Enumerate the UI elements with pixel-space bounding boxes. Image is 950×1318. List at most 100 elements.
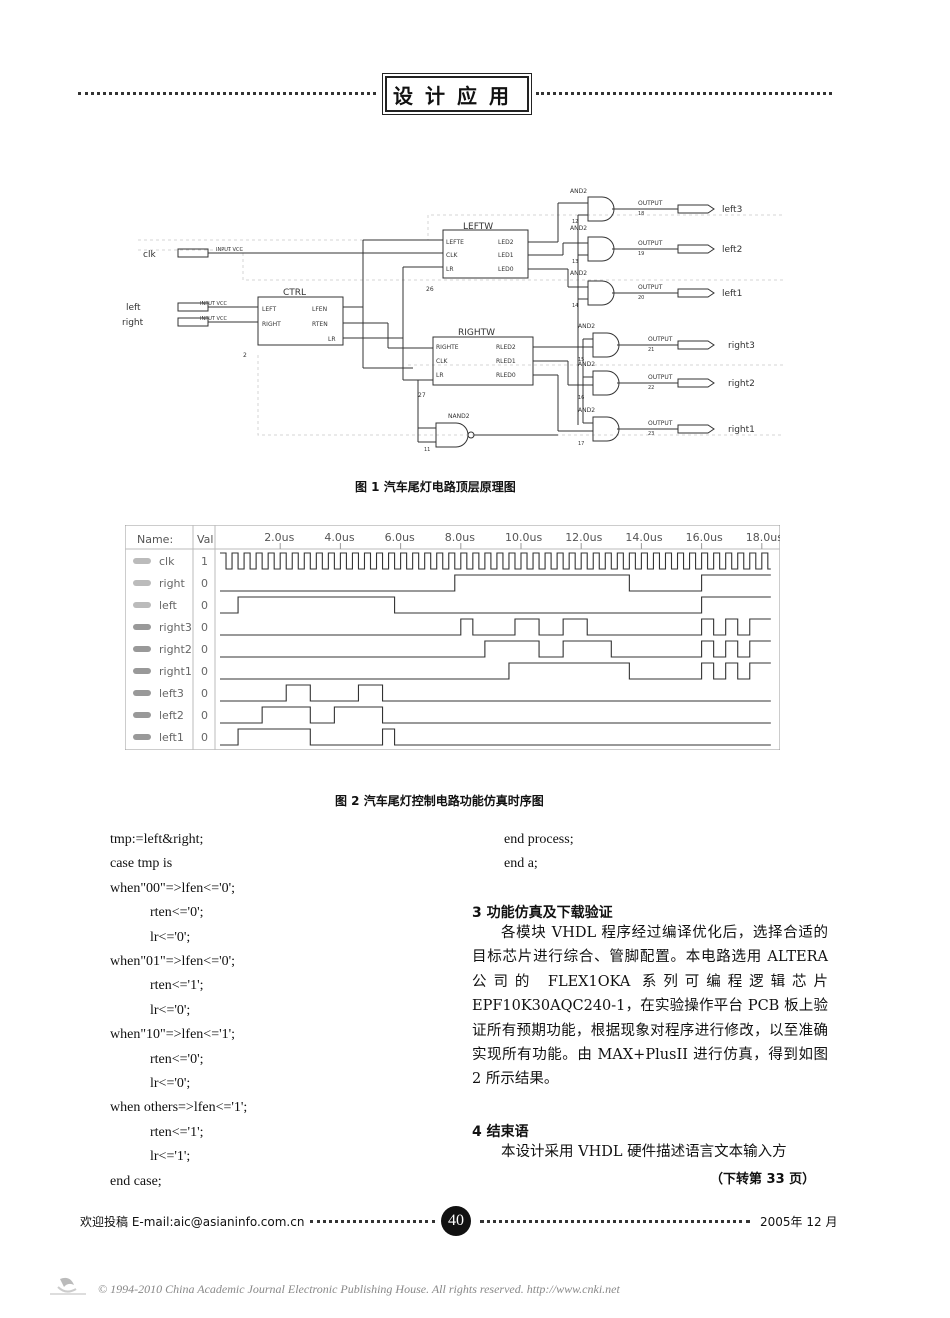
code-line: rten<='1'; (150, 978, 204, 994)
and-label: AND2 (578, 361, 595, 368)
signal-value: 0 (201, 621, 208, 634)
signal-name: right1 (159, 665, 192, 678)
rightw-pin-rled1: RLED1 (496, 358, 516, 365)
code-listing-right: end process; end a; (504, 828, 864, 877)
leftw-number: 26 (426, 286, 434, 293)
time-tick-label: 16.0us (686, 531, 723, 544)
signal-value: 0 (201, 731, 208, 744)
signal-waveform (220, 552, 771, 570)
output-label-right3: right3 (728, 341, 755, 351)
time-tick-label: 14.0us (625, 531, 662, 544)
output-tag-right2: OUTPUT (648, 374, 673, 381)
code-line: when"10"=>lfen<='1'; (110, 1027, 236, 1043)
ctrl-pin-rten: RTEN (312, 321, 328, 328)
code-line: when"00"=>lfen<='0'; (110, 880, 236, 896)
signal-name: left3 (159, 687, 184, 700)
signal-name: right (159, 577, 186, 590)
code-line: case tmp is (110, 856, 173, 872)
time-tick-label: 2.0us (264, 531, 294, 544)
gate-number: 17 (578, 441, 584, 447)
ctrl-pin-left: LEFT (262, 306, 276, 313)
leftw-pin-clk: CLK (446, 252, 459, 259)
signal-waveform (220, 728, 771, 746)
output-tag-left1: OUTPUT (638, 284, 663, 291)
section3-body: 各模块 VHDL 程序经过编译优化后，选择合适的目标芯片进行综合、管脚配置。本电… (472, 925, 828, 1088)
code-line: when others=>lfen<='1'; (110, 1100, 248, 1116)
waveform-header-name: Name: (137, 533, 173, 546)
signal-waveform (220, 662, 771, 680)
rightw-number: 27 (418, 392, 426, 399)
leftw-pin-led0: LED0 (498, 266, 514, 273)
output-number: 22 (648, 385, 654, 391)
output-tag-left2: OUTPUT (638, 240, 663, 247)
signal-value: 0 (201, 599, 208, 612)
time-tick-label: 6.0us (385, 531, 415, 544)
input-pin-icon (133, 580, 151, 586)
code-line: rten<='0'; (150, 1051, 204, 1067)
signal-name: left1 (159, 731, 184, 744)
gate-number: 15 (578, 357, 584, 363)
input-pin-icon (133, 602, 151, 608)
signal-waveform (220, 618, 771, 636)
gate-number: 12 (572, 219, 578, 225)
leftw-pin-lr: LR (446, 266, 454, 273)
rightw-pin-lr: LR (436, 372, 444, 379)
header-dotted-rule-left (78, 92, 376, 95)
figure1-caption: 图 1 汽车尾灯电路顶层原理图 (355, 480, 516, 494)
rightw-pin-clk: CLK (436, 358, 449, 365)
signal-value: 0 (201, 665, 208, 678)
and-label: AND2 (578, 407, 595, 414)
page-number: 40 (441, 1206, 471, 1236)
code-line: lr<='0'; (150, 929, 191, 945)
and-label: AND2 (570, 188, 587, 195)
input-tag-clk: INPUT VCC (216, 247, 243, 253)
section4-body: 本设计采用 VHDL 硬件描述语言文本输入方 (501, 1144, 787, 1160)
input-tag-left: INPUT VCC (200, 301, 227, 307)
output-label-left3: left3 (722, 205, 742, 215)
footer-date: 2005年 12 月 (760, 1215, 838, 1229)
rightw-pin-rled2: RLED2 (496, 344, 516, 351)
gate-number: 16 (578, 395, 584, 401)
code-line: end a; (504, 856, 538, 872)
output-pin-icon (133, 668, 151, 674)
nand-number: 11 (424, 447, 430, 453)
ctrl-pin-right: RIGHT (262, 321, 281, 328)
input-tag-right: INPUT VCC (200, 316, 227, 322)
section-header: 设计应用 (382, 73, 532, 115)
output-tag-right3: OUTPUT (648, 336, 673, 343)
output-number: 20 (638, 295, 644, 301)
output-pin-icon (133, 624, 151, 630)
signal-waveform (220, 684, 771, 702)
input-label-clk: clk (143, 250, 156, 260)
section3-heading: 3 功能仿真及下载验证 (472, 905, 613, 921)
output-label-left1: left1 (722, 289, 742, 299)
signal-name: clk (159, 555, 175, 568)
leftw-pin-lefte: LEFTE (446, 239, 464, 246)
and-label: AND2 (578, 323, 595, 330)
output-tag-right1: OUTPUT (648, 420, 673, 427)
leftw-pin-led1: LED1 (498, 252, 514, 259)
input-pin-icon (133, 558, 151, 564)
code-line: end process; (504, 832, 574, 847)
leftw-title: LEFTW (463, 222, 493, 232)
output-pin-icon (133, 646, 151, 652)
code-line: rten<='0'; (150, 905, 204, 921)
output-number: 19 (638, 251, 644, 257)
nand-label: NAND2 (448, 413, 470, 420)
output-number: 18 (638, 211, 644, 217)
ctrl-pin-lfen: LFEN (312, 306, 327, 313)
continued-note: （下转第 33 页） (710, 1172, 816, 1187)
code-line: lr<='1'; (150, 1149, 191, 1165)
code-line: tmp:=left&right; (110, 832, 204, 847)
code-line: lr<='0'; (150, 1076, 191, 1092)
gate-number: 14 (572, 303, 578, 309)
signal-name: right3 (159, 621, 192, 634)
output-pin-icon (133, 734, 151, 740)
code-line: end case; (110, 1173, 162, 1189)
footer-dotted-rule-left (310, 1220, 435, 1223)
signal-value: 0 (201, 687, 208, 700)
header-dotted-rule-right (536, 92, 832, 95)
ctrl-title: CTRL (283, 288, 306, 298)
code-listing-left: tmp:=left&right; case tmp is when"00"=>lfe… (110, 828, 247, 1194)
input-label-right: right (122, 318, 144, 328)
